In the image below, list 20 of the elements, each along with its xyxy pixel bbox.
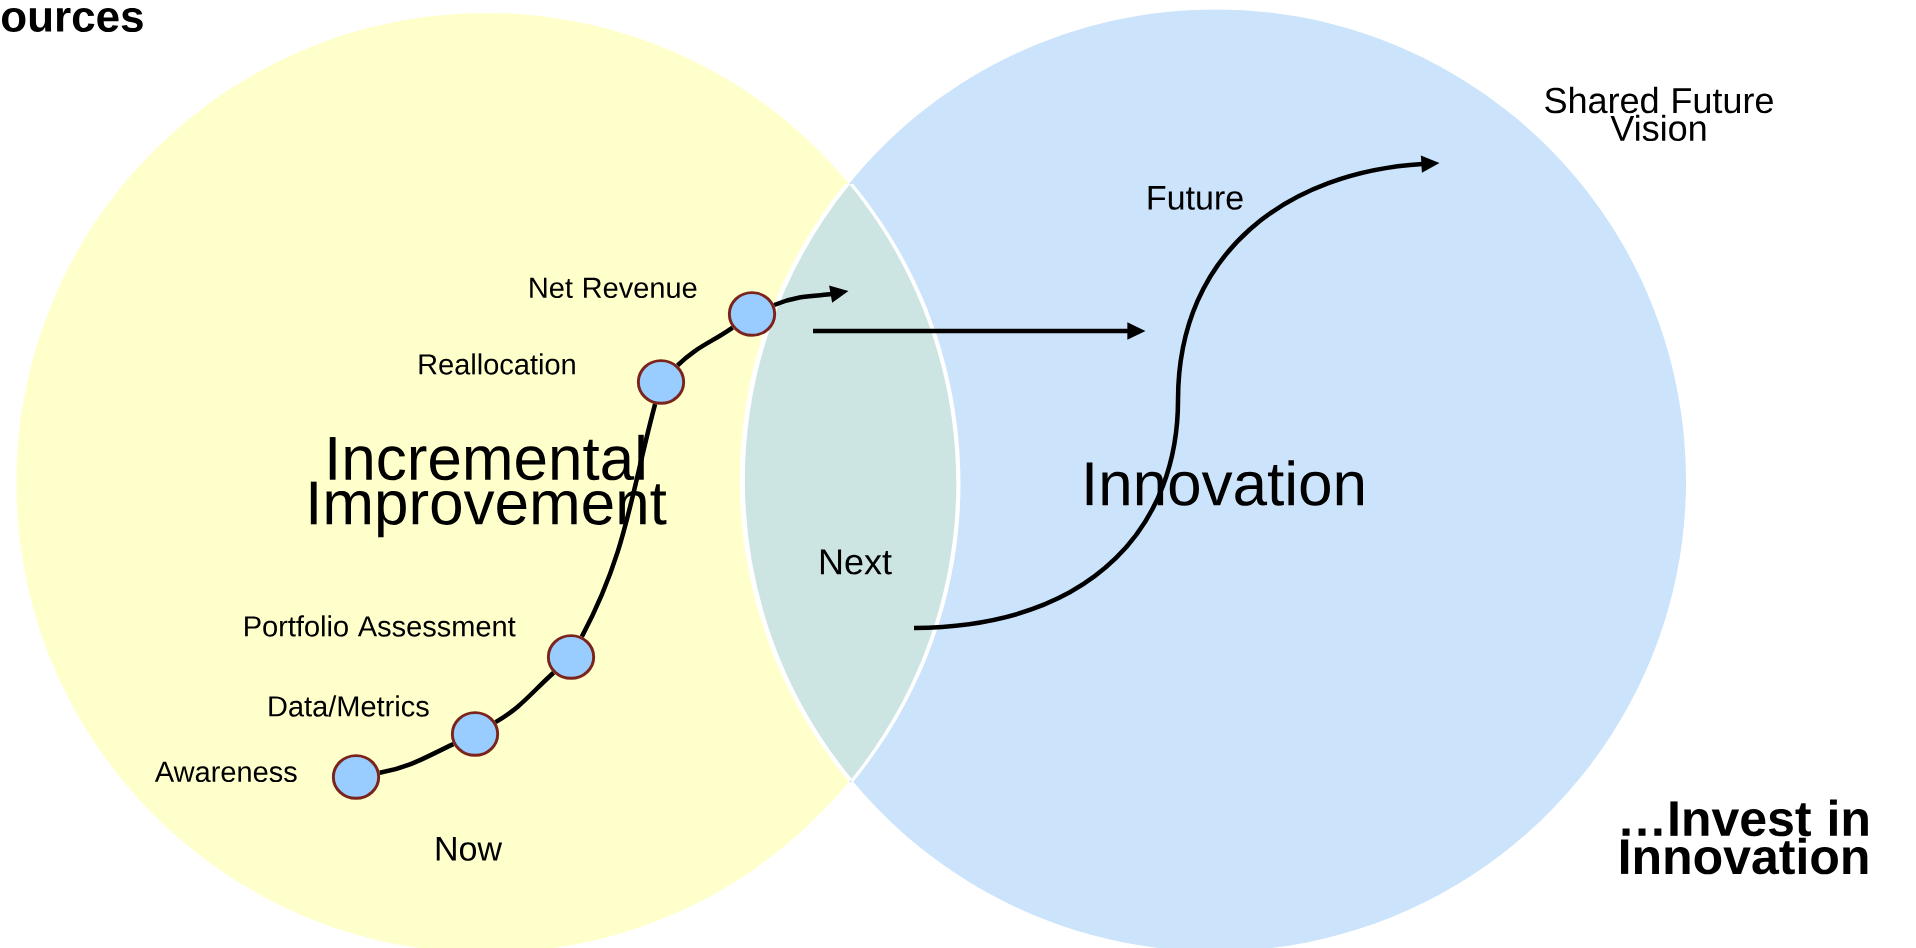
milestone-label: Data/Metrics xyxy=(269,695,429,717)
milestone-label: Net Revenue xyxy=(530,277,697,299)
milestone-dot xyxy=(450,711,500,757)
text-label: …Invest in Innovation xyxy=(1621,799,1868,875)
curve-line xyxy=(676,325,734,368)
milestone-label: Awareness xyxy=(154,761,297,783)
curve-line xyxy=(579,403,658,638)
region-label: Now xyxy=(436,837,503,861)
milestone-dot xyxy=(727,291,777,337)
text-label: Shared Future Vision xyxy=(1545,86,1773,142)
curve-line xyxy=(494,671,556,725)
milestone-dot xyxy=(331,754,381,800)
text-label: ources xyxy=(2,7,143,33)
milestone-dot xyxy=(546,634,596,680)
milestone-dot xyxy=(636,359,686,405)
text-label: Next xyxy=(820,549,892,575)
curve-line xyxy=(379,742,455,776)
milestone-label: Reallocation xyxy=(419,353,575,375)
region-label: Future xyxy=(1148,186,1243,210)
milestone-label: Portfolio Assessment xyxy=(245,615,516,637)
